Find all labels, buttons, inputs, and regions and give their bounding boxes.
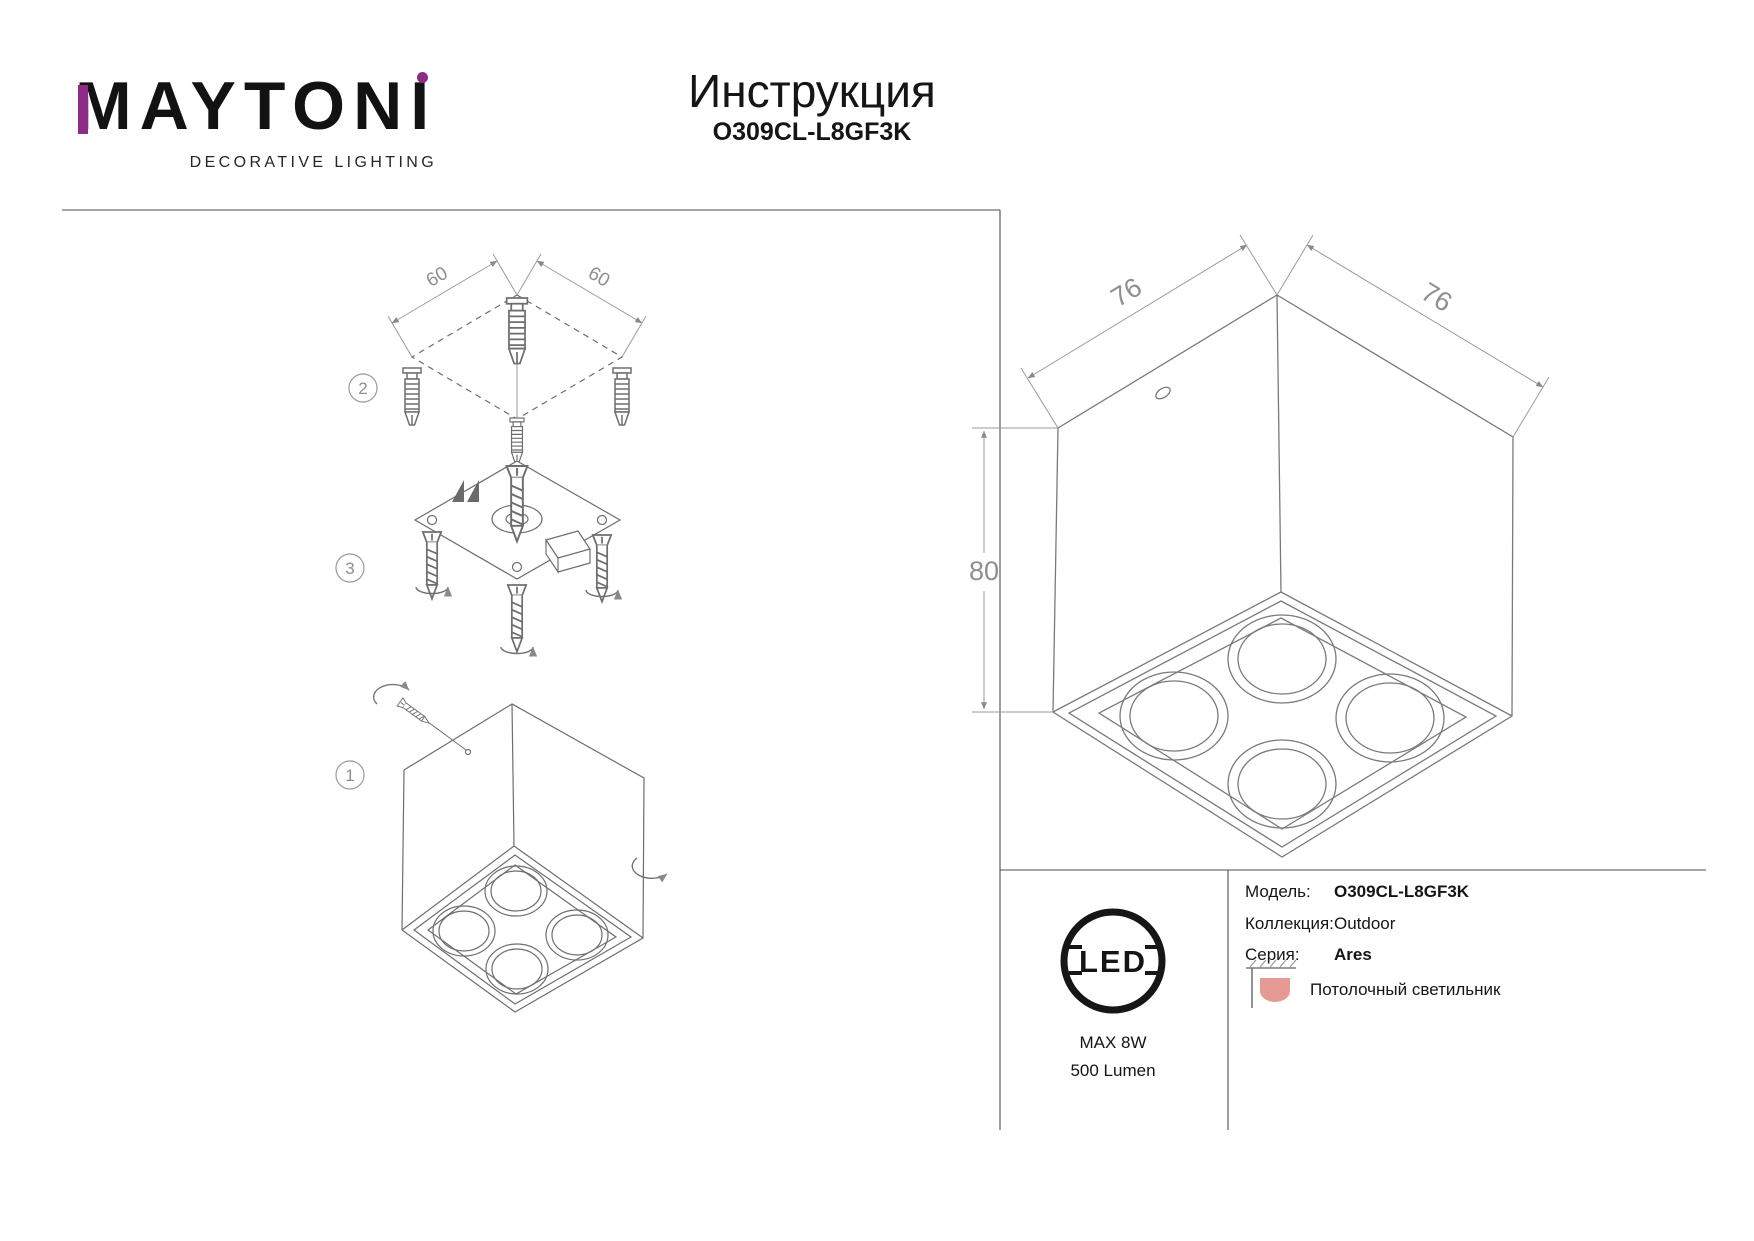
fixing-hole: [464, 748, 472, 756]
step-number-3: 3: [345, 559, 354, 578]
dim-60-right: [516, 253, 647, 358]
lens-array-large: [1119, 614, 1445, 829]
led-ring: [1060, 908, 1166, 1014]
fixture-cube-small: [401, 703, 645, 1013]
led-label: LED: [1079, 944, 1147, 979]
step-number-2: 2: [358, 379, 367, 398]
leader-line: [427, 721, 467, 751]
spec-value-model: O309CL-L8GF3K: [1334, 882, 1470, 901]
fixture-type-label: Потолочный светильник: [1310, 980, 1501, 999]
dims-large: [972, 234, 1550, 713]
screw-right: [591, 534, 613, 603]
turn-arrow-right-icon: [631, 857, 668, 883]
led-badge: LED: [1060, 908, 1166, 1014]
page-title: Инструкция: [688, 65, 936, 117]
exploded-view: [373, 253, 668, 1013]
logo-i-dot-icon: [416, 72, 428, 83]
ceiling-light-icon: [1246, 959, 1297, 1008]
step-badges: [335, 373, 378, 790]
pilot-hole: [1155, 386, 1171, 400]
lumen-label: 500 Lumen: [1070, 1061, 1155, 1080]
spec-label-model: Модель:: [1245, 882, 1311, 901]
turn-arrow-top-icon: [373, 681, 410, 705]
wall-plug-left: [402, 367, 422, 426]
screw-bottom: [506, 584, 528, 653]
spring-clip: [452, 480, 479, 502]
wall-plug-right: [612, 367, 632, 426]
dim-60-left: [387, 253, 518, 358]
dim-label-60-right: 60: [584, 263, 613, 292]
dim-label-60-left: 60: [423, 263, 452, 292]
spec-label-collection: Коллекция:: [1245, 914, 1334, 933]
brand-text: MAYTON: [75, 68, 411, 144]
step-badge-1: [335, 760, 365, 790]
lens-array-small: [432, 865, 609, 995]
wall-plug-top: [505, 297, 529, 365]
led-side-strokes: [1069, 945, 1158, 975]
logo-accent-bar: [78, 85, 88, 134]
screw-left: [421, 531, 443, 600]
step-badge-3: [335, 553, 365, 583]
panel-borders: [62, 209, 1706, 1130]
brand-tagline: DECORATIVE LIGHTING: [189, 154, 438, 171]
spec-label-series: Серия:: [1245, 945, 1300, 964]
brand-last-letter: I: [410, 68, 438, 144]
dimension-view-cube: [1052, 294, 1514, 858]
brand-letter-i: I: [410, 72, 437, 140]
max-power-label: MAX 8W: [1079, 1033, 1146, 1052]
step-number-1: 1: [345, 766, 354, 785]
model-number: O309CL-L8GF3K: [712, 118, 912, 146]
fixing-screw-small: [396, 697, 433, 728]
dim-label-height: 80: [969, 556, 999, 586]
wall-plug-bottom: [509, 417, 525, 464]
lamp-shade: [1260, 978, 1290, 1002]
dim-label-width: 76: [1106, 272, 1147, 313]
terminal-block: [545, 530, 591, 574]
spec-value-collection: Outdoor: [1334, 914, 1396, 933]
step-badge-2: [348, 373, 378, 403]
spec-value-series: Ares: [1334, 945, 1372, 964]
dim-label-depth: 76: [1416, 277, 1457, 318]
